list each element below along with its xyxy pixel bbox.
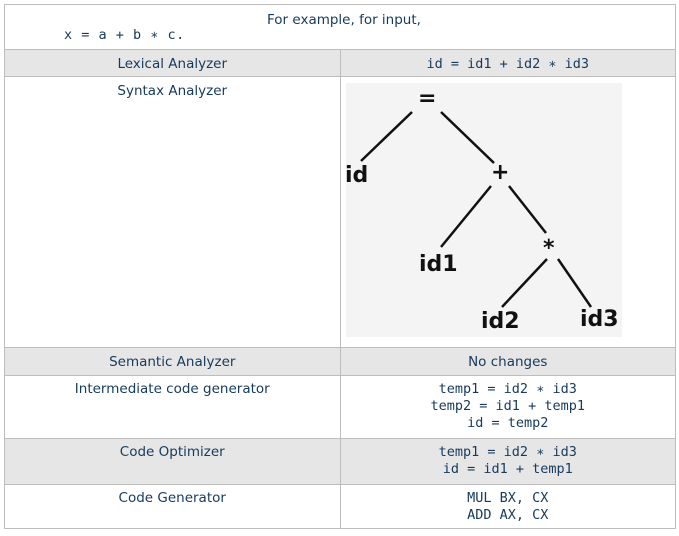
table-row: Semantic Analyzer No changes — [4, 347, 676, 376]
phase-output: No changes — [339, 347, 676, 376]
tree-node-id: id — [346, 163, 368, 188]
tree-node-mul: * — [543, 236, 555, 261]
tree-node-id2: id2 — [481, 309, 520, 334]
syntax-tree-cell: = id + id1 * id2 id3 — [339, 76, 676, 348]
tree-edge — [359, 111, 413, 162]
table-row: Syntax Analyzer = id + id1 * — [4, 76, 676, 348]
table-row: Lexical Analyzer id = id1 + id2 ∗ id3 — [4, 49, 676, 77]
output-line: ADD AX, CX — [467, 507, 549, 523]
output-line: id = id1 + temp1 — [442, 461, 573, 477]
phase-label: Code Optimizer — [4, 438, 341, 485]
example-header: For example, for input, x = a + b ∗ c. — [4, 4, 676, 50]
output-line: temp1 = id2 ∗ id3 — [438, 444, 577, 460]
table-row: Intermediate code generator temp1 = id2 … — [4, 375, 676, 439]
phase-output: temp1 = id2 ∗ id3 temp2 = id1 + temp1 id… — [339, 375, 676, 439]
phase-label: Lexical Analyzer — [4, 49, 341, 77]
syntax-tree-svg: = id + id1 * id2 id3 — [346, 86, 619, 334]
output-line: temp2 = id1 + temp1 — [430, 398, 585, 414]
phase-output: temp1 = id2 ∗ id3 id = id1 + temp1 — [339, 438, 676, 485]
tree-edge — [500, 258, 548, 308]
phase-label: Semantic Analyzer — [4, 347, 341, 376]
output-line: No changes — [468, 354, 548, 370]
example-expression: x = a + b ∗ c. — [64, 27, 185, 43]
output-line: MUL BX, CX — [467, 490, 549, 506]
tree-edge — [556, 258, 592, 308]
tree-node-root: = — [418, 86, 436, 111]
compiler-phases-table: For example, for input, x = a + b ∗ c. L… — [4, 4, 676, 529]
tree-node-id1: id1 — [419, 252, 458, 277]
example-intro-text: For example, for input, — [267, 12, 421, 28]
tree-edge — [439, 185, 492, 248]
output-line: temp1 = id2 ∗ id3 — [438, 381, 577, 397]
tree-node-plus: + — [491, 160, 509, 185]
output-line: id = temp2 — [467, 415, 549, 431]
phase-label: Intermediate code generator — [4, 375, 341, 439]
syntax-tree-diagram: = id + id1 * id2 id3 — [345, 83, 622, 337]
phase-label: Syntax Analyzer — [4, 76, 341, 348]
table-row: Code Optimizer temp1 = id2 ∗ id3 id = id… — [4, 438, 676, 485]
phase-output: id = id1 + id2 ∗ id3 — [339, 49, 676, 77]
phase-label: Code Generator — [4, 484, 341, 529]
phase-output: MUL BX, CX ADD AX, CX — [339, 484, 676, 529]
tree-edge — [507, 185, 547, 234]
output-line: id = id1 + id2 ∗ id3 — [426, 56, 590, 72]
tree-edge — [439, 111, 495, 164]
table-row: Code Generator MUL BX, CX ADD AX, CX — [4, 484, 676, 529]
tree-node-id3: id3 — [580, 307, 619, 332]
